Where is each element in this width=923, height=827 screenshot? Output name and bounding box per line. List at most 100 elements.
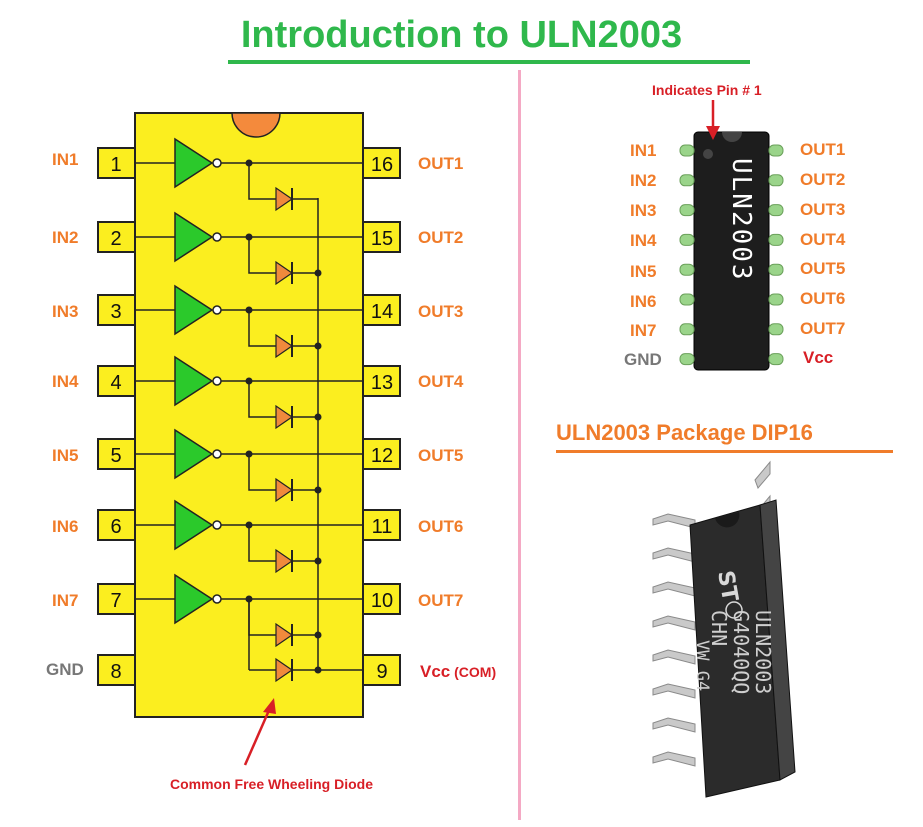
- diode-triangle: [275, 404, 294, 430]
- right-pin-number: 10: [371, 590, 393, 612]
- right-pin-number: 13: [371, 372, 393, 394]
- diode-triangle: [275, 333, 294, 359]
- schematic-right-label: OUT4: [418, 372, 464, 391]
- dip-chip-text-wrap: ULN2003: [712, 158, 772, 358]
- package-left-lead: [652, 751, 696, 767]
- diode-branch-wire: [248, 163, 276, 200]
- dip-left-label: IN2: [630, 171, 657, 190]
- dip-pin1-dot: [703, 149, 713, 159]
- darlington-buffer: [174, 137, 214, 189]
- left-pin-number: 6: [110, 516, 121, 538]
- dip-left-pin: [679, 323, 695, 336]
- left-pin-box: [97, 438, 136, 470]
- dip-left-pin: [679, 263, 695, 276]
- right-pin-box: [362, 365, 401, 397]
- dip-left-pin: [679, 353, 695, 366]
- package-side: [759, 499, 796, 781]
- package-left-lead: [652, 683, 696, 699]
- package-left-lead: [652, 649, 696, 665]
- darlington-buffer: [174, 499, 214, 551]
- dip-left-label: IN5: [630, 262, 657, 281]
- right-pin-number: 15: [371, 228, 393, 250]
- diode-triangle: [275, 548, 294, 574]
- diode-triangle: [275, 186, 294, 212]
- bus-junction-dot: [314, 557, 322, 565]
- left-pin-number: 2: [110, 228, 121, 250]
- dip-right-label: Vcc: [803, 348, 834, 367]
- inverter-bubble: [212, 520, 222, 530]
- dip-left-pin: [679, 233, 695, 246]
- dip-left-pin: [679, 174, 695, 187]
- right-pin-number: 11: [372, 516, 393, 538]
- schematic-right-label: OUT7: [418, 591, 464, 610]
- darlington-buffer: [174, 428, 214, 480]
- st-logo-icon: ST: [712, 569, 742, 604]
- darlington-buffer: [174, 211, 214, 263]
- bus-junction-dot: [314, 342, 322, 350]
- package-notch: [715, 512, 740, 528]
- schematic-left-label: IN7: [52, 591, 79, 610]
- package-left-lead: [652, 513, 696, 529]
- package-illustration: ST: [652, 460, 796, 798]
- diode-note-arrow: [243, 707, 272, 766]
- darlington-buffer: [174, 355, 214, 407]
- inverter-bubble: [212, 449, 222, 459]
- dip-notch: [722, 132, 742, 142]
- schematic-right-label: OUT1: [418, 154, 464, 173]
- right-pin-box: [362, 294, 401, 326]
- dip-right-pin: [768, 293, 784, 306]
- bus-junction-dot: [314, 269, 322, 277]
- left-pin-number: 7: [110, 590, 121, 612]
- bus-junction-dot: [314, 666, 322, 674]
- common-diode-triangle: [275, 657, 294, 683]
- schematic-right-label: OUT2: [418, 228, 464, 247]
- dip-right-label: OUT4: [800, 230, 846, 249]
- dip-right-pin: [768, 144, 784, 157]
- left-pin-number: 4: [110, 372, 121, 394]
- dip-left-label: IN4: [630, 231, 657, 250]
- dip-right-pin: [768, 174, 784, 187]
- dip-right-pin: [768, 353, 784, 366]
- darlington-buffer: [174, 284, 214, 336]
- left-pin-number: 1: [110, 154, 121, 176]
- diode-branch-wire: [248, 525, 276, 562]
- divider-line: [518, 70, 521, 820]
- package-marking-line: G4040QQ: [729, 610, 753, 695]
- dip-chip-text: ULN2003: [726, 158, 756, 282]
- left-pin-box: [97, 147, 136, 179]
- schematic-left-label: IN2: [52, 228, 79, 247]
- dip-right-label: OUT3: [800, 200, 846, 219]
- left-pin-box: [97, 365, 136, 397]
- schematic-right-label: OUT5: [418, 446, 464, 465]
- darlington-buffer: [174, 573, 214, 625]
- diode-branch-wire: [248, 381, 276, 418]
- schematic-left-label: IN1: [52, 150, 79, 169]
- schematic-right-label: OUT3: [418, 302, 464, 321]
- diode-branch-wire: [248, 454, 276, 491]
- package-title: ULN2003 Package DIP16: [556, 420, 813, 445]
- package-left-lead: [652, 717, 696, 733]
- diode-branch-wire: [248, 237, 276, 274]
- inverter-bubble: [212, 232, 222, 242]
- diode-branch-wire: [248, 310, 276, 347]
- right-pin-box: [362, 438, 401, 470]
- dip-left-label: IN7: [630, 321, 657, 340]
- diode-note: Common Free Wheeling Diode: [170, 776, 374, 792]
- left-pin-number: 8: [110, 661, 121, 683]
- right-pin-box: [362, 147, 401, 179]
- diode-triangle: [275, 260, 294, 286]
- dip-left-label: GND: [624, 350, 662, 369]
- pin1-arrowhead: [706, 126, 720, 140]
- bus-junction-dot: [314, 413, 322, 421]
- right-pin-box: [362, 654, 401, 686]
- dip-right-pin: [768, 323, 784, 336]
- right-pin-box: [362, 221, 401, 253]
- inverter-bubble: [212, 305, 222, 315]
- package-right-lead: [754, 460, 771, 489]
- dip-left-label: IN1: [630, 141, 657, 160]
- dip-right-label: OUT2: [800, 170, 846, 189]
- left-pin-number: 5: [110, 445, 121, 467]
- schematic-left-label: GND: [46, 660, 84, 679]
